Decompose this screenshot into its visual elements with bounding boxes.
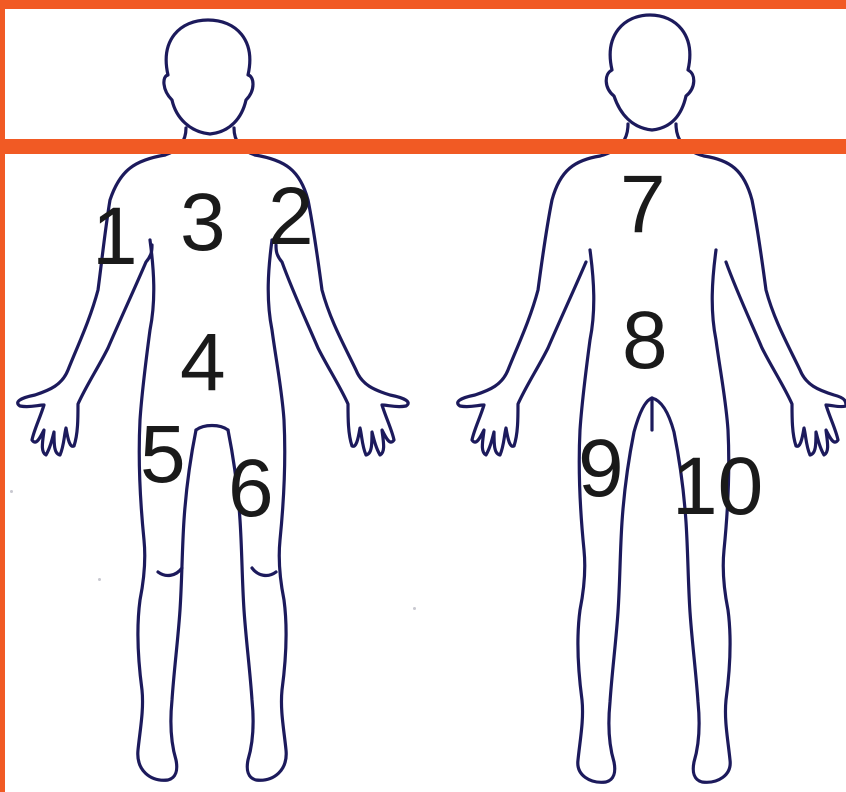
top-frame-band: [0, 0, 846, 9]
back-torso-left: [458, 156, 600, 455]
left-frame-band: [0, 0, 5, 792]
scan-speck: [10, 490, 13, 493]
region-label-front: 6: [228, 448, 274, 530]
scan-speck: [98, 578, 101, 581]
back-head-outline: [606, 15, 694, 130]
region-label-front: 4: [180, 322, 226, 404]
front-knee-right: [252, 568, 276, 575]
region-label-front: 5: [140, 414, 186, 496]
back-figure: [458, 15, 846, 782]
region-label-front: 2: [268, 176, 314, 258]
front-head-outline: [164, 20, 253, 134]
region-label-back: 9: [578, 428, 624, 510]
middle-frame-band: [0, 139, 846, 154]
region-label-back: 7: [620, 164, 666, 246]
region-label-back: 8: [622, 300, 668, 382]
region-label-front: 1: [92, 196, 138, 278]
front-knee-left: [158, 568, 182, 575]
region-label-back: 10: [672, 446, 763, 528]
front-crotch: [196, 426, 228, 431]
scan-speck: [413, 607, 416, 610]
region-label-front: 3: [180, 182, 226, 264]
